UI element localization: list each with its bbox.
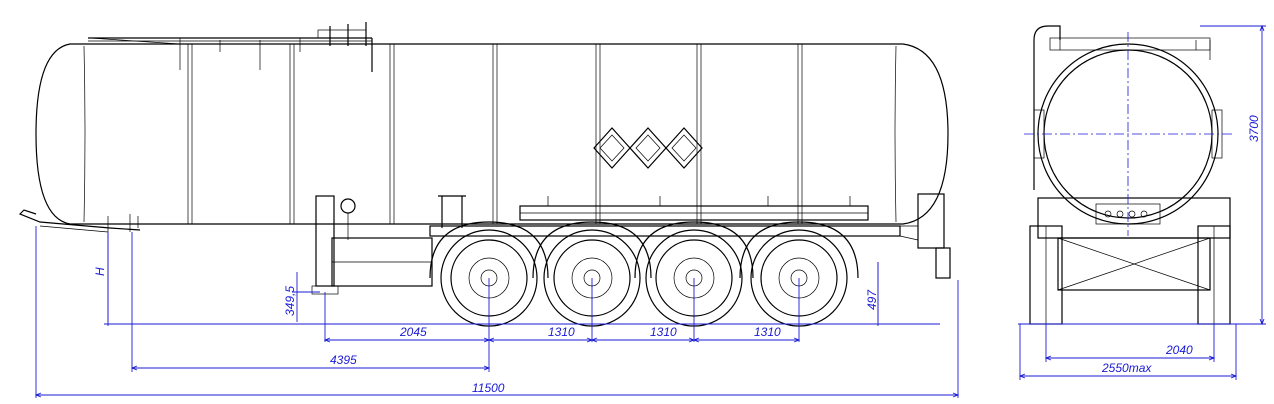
dim-leg-to-axle: 2045 <box>399 325 427 339</box>
rear-wheels <box>1029 225 1231 325</box>
dim-kingpin-to-axle: 4395 <box>330 353 357 367</box>
dim-axle-spacing-1: 1310 <box>548 325 575 339</box>
dim-fifth-wheel-height: H <box>93 267 107 276</box>
tank-shell <box>35 43 949 225</box>
landing-leg <box>311 195 356 295</box>
side-view: 2045 1310 1310 1310 4395 11500 H 349,5 4… <box>18 22 960 398</box>
chassis-frame <box>331 195 901 287</box>
dim-track-width: 2040 <box>1165 343 1193 357</box>
top-walkway <box>88 22 373 72</box>
wheels <box>429 221 859 327</box>
hazard-plates <box>593 127 703 169</box>
rear-tank-circle <box>1024 32 1232 236</box>
dim-max-width: 2550max <box>1101 361 1152 375</box>
dim-rear-height: 497 <box>865 289 879 310</box>
dim-overall-length: 11500 <box>472 381 505 395</box>
side-dimensions: 2045 1310 1310 1310 4395 11500 H 349,5 4… <box>34 226 960 398</box>
dim-rear-height-total: 3700 <box>1247 115 1261 142</box>
rear-dimensions: 3700 2040 2550max <box>1018 24 1266 380</box>
rear-bumper <box>899 193 951 279</box>
dim-axle-spacing-3: 1310 <box>754 325 781 339</box>
dim-leg-height: 349,5 <box>283 286 297 316</box>
rear-frame <box>1033 25 1231 291</box>
kingpin <box>18 209 141 233</box>
rear-view: 3700 2040 2550max <box>1018 24 1266 380</box>
dim-axle-spacing-2: 1310 <box>650 325 677 339</box>
